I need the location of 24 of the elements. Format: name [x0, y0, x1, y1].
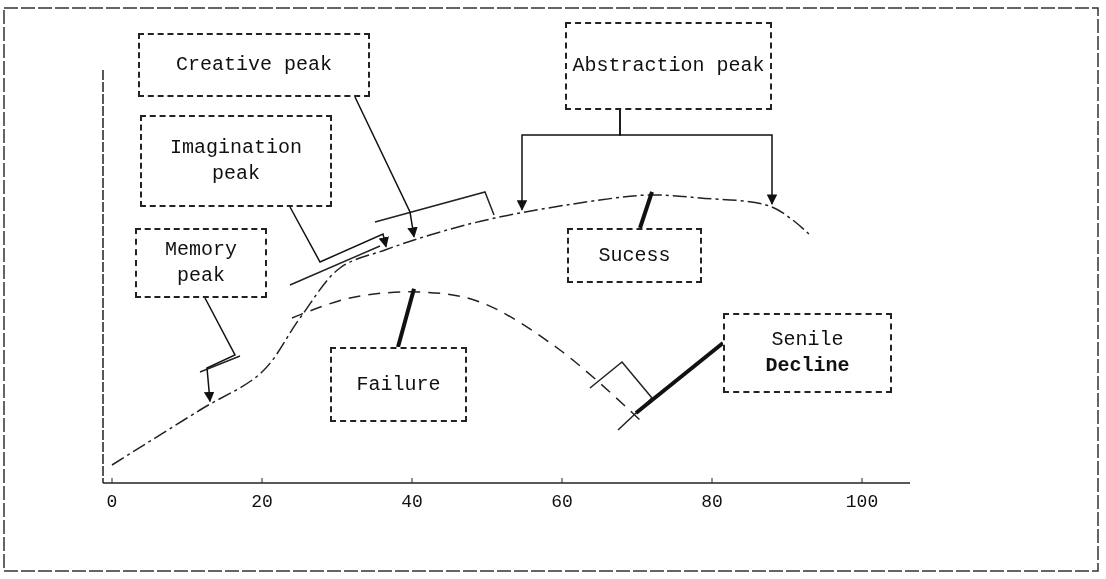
label-box	[138, 33, 370, 97]
box-label: Sucess	[598, 242, 671, 269]
label-box	[140, 115, 332, 207]
box-label: Senile Decline	[764, 327, 851, 379]
label-box	[723, 313, 892, 393]
box-label: Imagination peak	[169, 135, 303, 187]
arrow	[289, 206, 389, 263]
box-label: Abstraction peak	[572, 53, 765, 79]
arrow	[354, 96, 418, 238]
axis-tick-label: 20	[250, 492, 274, 512]
box-label: Memory peak	[164, 237, 238, 289]
label-box	[565, 22, 772, 110]
arrow	[619, 109, 778, 205]
leader-line	[634, 341, 725, 415]
leader-line	[638, 191, 654, 229]
axis-tick-label: 100	[844, 492, 880, 512]
box-label: Failure	[356, 371, 441, 398]
leader-line	[396, 288, 416, 348]
axis-tick-label: 60	[550, 492, 574, 512]
axis-tick-label: 40	[400, 492, 424, 512]
box-label: Creative peak	[176, 52, 332, 78]
axis-tick-label: 80	[700, 492, 724, 512]
arrow	[203, 297, 237, 403]
axis-tick-label: 0	[105, 492, 119, 512]
